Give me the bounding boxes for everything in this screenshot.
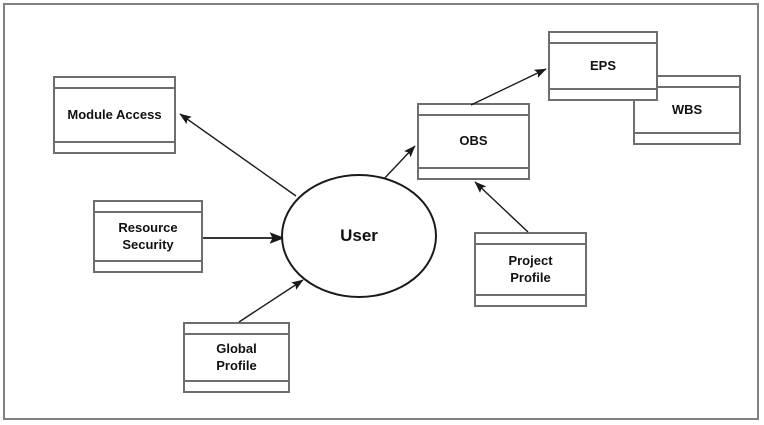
actor-user[interactable]: User xyxy=(281,174,437,298)
node-header-band xyxy=(419,105,528,116)
node-module-access[interactable]: Module Access xyxy=(53,76,176,154)
node-header-band xyxy=(635,77,739,88)
edge-global-profile-to-user xyxy=(238,279,304,323)
node-header-band xyxy=(476,234,585,245)
node-eps[interactable]: EPS xyxy=(548,31,658,101)
node-footer-band xyxy=(550,88,656,99)
node-header-band xyxy=(550,33,656,44)
node-footer-band xyxy=(55,141,174,152)
edge-obs-to-eps xyxy=(470,68,547,106)
edge-project-profile-to-obs xyxy=(474,181,529,233)
node-header-band xyxy=(95,202,201,213)
diagram-frame xyxy=(3,3,759,420)
node-footer-band xyxy=(185,380,288,391)
node-label: OBS xyxy=(419,116,528,167)
node-header-band xyxy=(185,324,288,335)
node-footer-band xyxy=(419,167,528,178)
node-footer-band xyxy=(476,294,585,305)
node-footer-band xyxy=(95,260,201,271)
node-label: EPS xyxy=(550,44,656,88)
node-header-band xyxy=(55,78,174,89)
node-footer-band xyxy=(635,132,739,143)
edge-user-to-module-access xyxy=(179,113,297,197)
node-label: Module Access xyxy=(55,89,174,141)
actor-user-label: User xyxy=(340,226,378,245)
edge-user-to-obs xyxy=(380,145,416,183)
